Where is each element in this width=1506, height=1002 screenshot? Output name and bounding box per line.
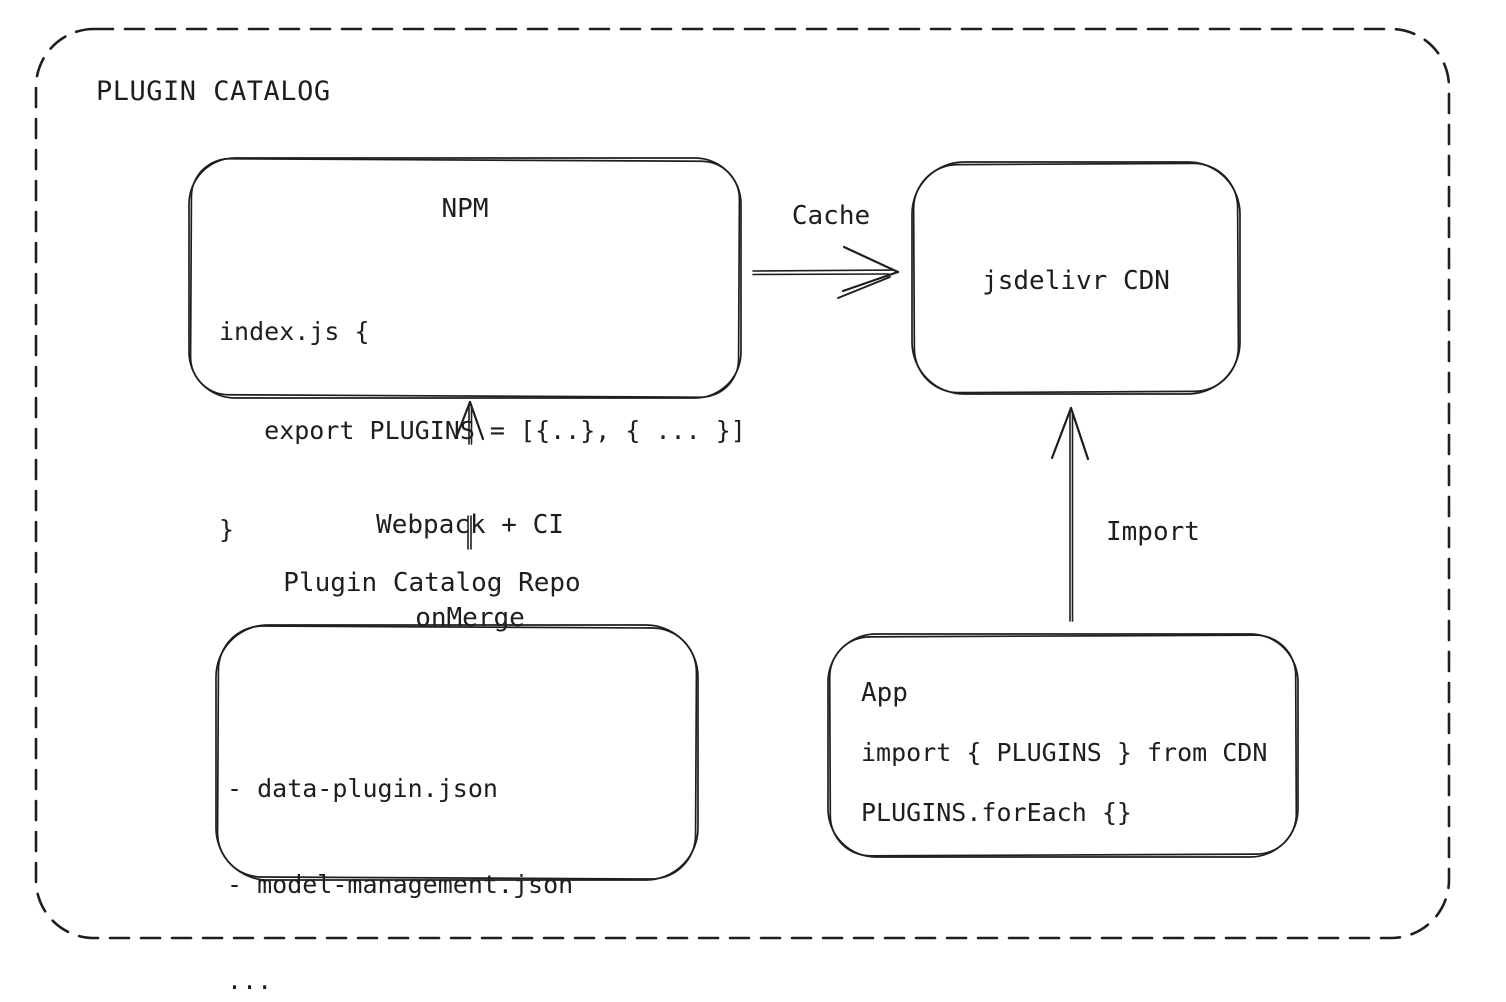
app-code-line-2: PLUGINS.forEach {} [861, 798, 1132, 827]
catalog-boundary-frame [34, 27, 1451, 940]
cdn-node-label: jsdelivr CDN [982, 266, 1170, 296]
app-node-title: App [861, 678, 908, 708]
npm-code-line-1: index.js { [219, 317, 370, 346]
cdn-node-box [911, 161, 1241, 395]
repo-file-item: ... [227, 966, 273, 995]
cache-arrow [752, 245, 900, 299]
repo-file-list: - data-plugin.json - model-management.js… [227, 709, 573, 1002]
npm-node-box [188, 157, 742, 399]
cache-arrow-label: Cache [791, 201, 871, 231]
build-arrow-label: Webpack + CI onMerge [320, 448, 620, 696]
app-node-box [827, 633, 1299, 858]
npm-code-line-2: export PLUGINS = [{..}, { ... }] [219, 416, 746, 445]
import-arrow [1050, 406, 1090, 622]
catalog-title: PLUGIN CATALOG [96, 76, 331, 107]
app-code-line-1: import { PLUGINS } from CDN [861, 738, 1268, 767]
npm-node-title: NPM [441, 194, 489, 224]
repo-node-title: Plugin Catalog Repo [283, 568, 581, 598]
build-arrow-label-line-2: onMerge [415, 603, 525, 633]
build-arrow-label-line-1: Webpack + CI [376, 510, 564, 540]
repo-file-item: - model-management.json [227, 870, 574, 899]
npm-code-line-3: } [219, 515, 235, 544]
import-arrow-label: Import [1106, 517, 1200, 547]
repo-node-box [215, 624, 699, 881]
repo-file-item: - data-plugin.json [227, 774, 498, 803]
build-arrow [454, 400, 485, 550]
npm-code-block: index.js { export PLUGINS = [{..}, { ...… [219, 249, 746, 612]
